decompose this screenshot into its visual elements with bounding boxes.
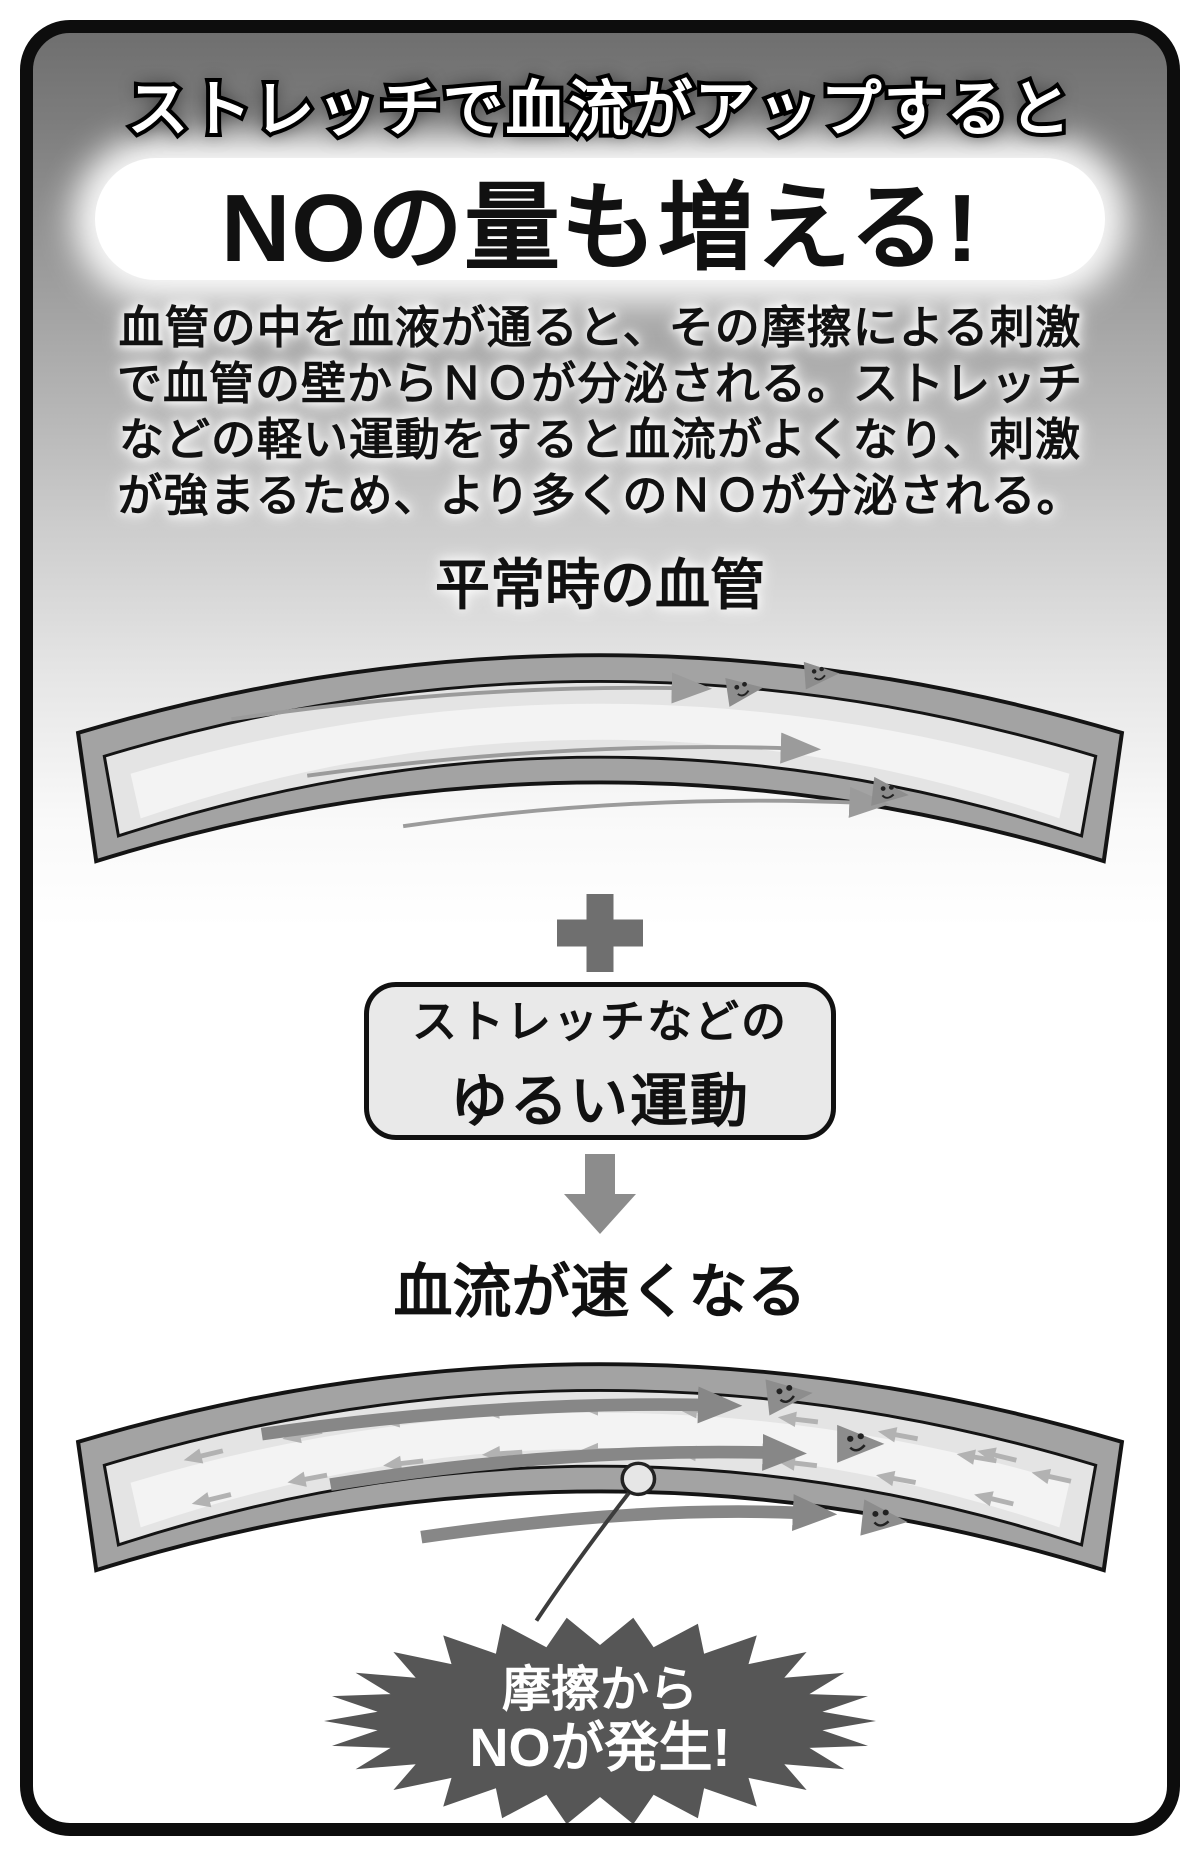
- fast-flow-arrow: [329, 1434, 807, 1491]
- no-generation-burst: 摩擦から NOが発生!: [320, 1615, 880, 1823]
- description-line: 血管の中を血液が通ると、その摩擦による刺激: [118, 302, 1082, 353]
- down-arrow-icon: [564, 1154, 636, 1234]
- fast-flow-arrow: [420, 1494, 838, 1544]
- vessel-highlight: [130, 1412, 1070, 1528]
- normal-vessel-diagram: [75, 653, 1125, 864]
- fast-vessel-diagram: [75, 1362, 1125, 1622]
- description-line: で血管の壁からＮＯが分泌される。ストレッチ: [116, 358, 1083, 409]
- fast-flow-section: 摩擦から NOが発生!: [33, 1337, 1167, 1823]
- slow-flow-arrow: [231, 672, 713, 722]
- vessel-lumen: [102, 679, 1098, 838]
- title-line2: NOの量も増える!: [220, 174, 980, 282]
- vessel-highlight: [130, 703, 1070, 819]
- description-paragraph: 血管の中を血液が通ると、その摩擦による刺激 で血管の壁からＮＯが分泌される。スト…: [73, 300, 1127, 524]
- slow-flow-arrow: [306, 732, 822, 778]
- burst-shape: [324, 1617, 876, 1823]
- normal-vessel-label: 平常時の血管: [434, 554, 765, 616]
- stretch-exercise-box: ストレッチなどの ゆるい運動: [364, 982, 836, 1140]
- plus-icon: [557, 894, 643, 972]
- burst-line1: 摩擦から: [501, 1663, 698, 1718]
- burst-line2: NOが発生!: [469, 1718, 731, 1779]
- stretch-box-line1: ストレッチなどの: [411, 995, 788, 1047]
- title-line1: ストレッチで血流がアップすると: [123, 71, 1074, 147]
- stretch-box-line2: ゆるい運動: [449, 1068, 750, 1134]
- title-banner: NOの量も増える!: [95, 158, 1105, 282]
- fast-flow-label: 血流が速くなる: [393, 1259, 807, 1325]
- slow-flow-arrow: [402, 786, 890, 829]
- starburst-icon: [324, 1617, 876, 1823]
- fast-flow-arrow: [260, 1386, 743, 1441]
- burst-pointer-line: [534, 1479, 640, 1622]
- description-line: などの軽い運動をすると血流がよくなり、刺激: [119, 414, 1081, 465]
- friction-point-circle: [620, 1461, 657, 1497]
- description-line: が強まるため、より多くのＮＯが分泌される。: [117, 470, 1083, 521]
- infographic-frame: ストレッチで血流がアップすると NOの量も増える! 血管の中を血液が通ると、その…: [20, 20, 1180, 1836]
- burst-text: 摩擦から NOが発生!: [320, 1615, 880, 1823]
